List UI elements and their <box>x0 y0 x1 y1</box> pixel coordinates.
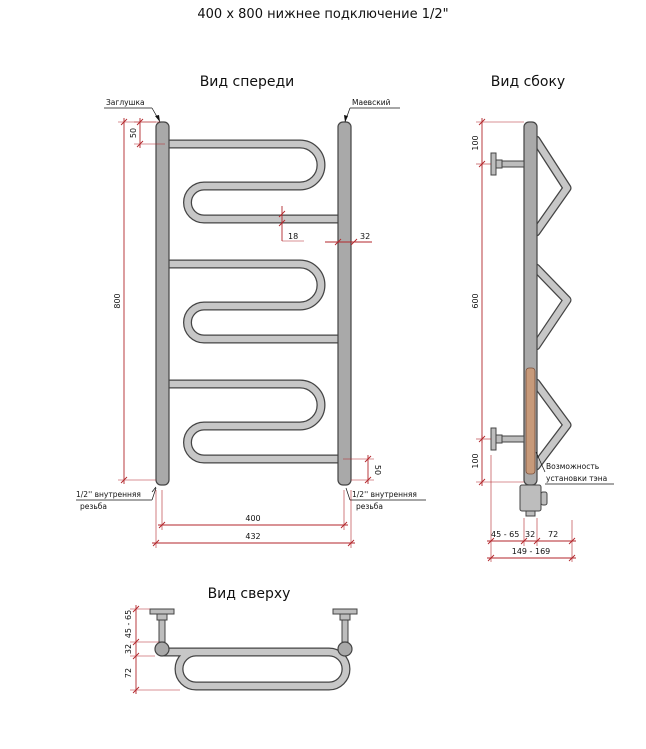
side-dim-top-100-text: 100 <box>471 135 480 150</box>
plug-label: Заглушка <box>106 98 145 107</box>
front-dim-18: 18 <box>278 206 304 242</box>
front-dim-800: 800 <box>113 118 156 484</box>
mayevsky-label: Маевский <box>352 98 391 107</box>
side-mount-top <box>490 152 525 176</box>
front-view: Вид спереди Заглушка Маевский 1/2'' внут… <box>76 74 426 548</box>
front-coil <box>160 139 348 464</box>
front-dim-bottom-50: 50 <box>343 455 382 484</box>
side-dim-bottom-100-text: 100 <box>471 453 480 468</box>
side-dim-top-100: 100 <box>471 118 524 168</box>
front-dim-top-50-text: 50 <box>129 128 138 138</box>
right-rail <box>337 121 352 486</box>
side-dim-total-depth: 149 - 169 <box>487 547 576 562</box>
side-view-title: Вид сбоку <box>491 74 565 90</box>
side-dim-bottom-100: 100 <box>471 435 524 486</box>
front-view-title: Вид спереди <box>200 74 295 90</box>
front-dim-400: 400 <box>158 490 348 530</box>
heater-connector <box>519 484 542 512</box>
side-dim-72-text: 72 <box>548 530 558 539</box>
front-dim-432: 432 <box>152 490 355 548</box>
top-dim-45-65-text: 45 - 65 <box>124 610 133 638</box>
side-dim-total-text: 149 - 169 <box>512 547 551 556</box>
side-dim-32-text: 32 <box>525 530 535 539</box>
top-view: Вид сверху 45 - 65 <box>124 586 358 694</box>
top-dim-32-text: 32 <box>124 644 133 654</box>
front-dim-32: 32 <box>325 232 372 246</box>
side-dim-600: 600 <box>471 160 491 443</box>
front-dim-432-text: 432 <box>245 532 260 541</box>
side-mount-bottom <box>490 427 525 451</box>
drawing-title: 400 х 800 нижнее подключение 1/2" <box>197 7 448 22</box>
heater-label-1: Возможность <box>546 462 599 471</box>
front-dim-32-text: 32 <box>360 232 370 241</box>
side-dim-depth: 45 - 65 32 72 <box>487 455 576 562</box>
front-dim-bottom-50-text: 50 <box>373 465 382 475</box>
left-thread-label-1: 1/2'' внутренняя <box>76 490 141 499</box>
right-thread-label-1: 1/2'' внутренняя <box>352 490 417 499</box>
heater-label-2: установки тэна <box>546 474 607 483</box>
top-dim-depth: 45 - 65 32 72 <box>124 605 180 694</box>
side-dim-45-65-text: 45 - 65 <box>491 530 519 539</box>
side-dim-600-text: 600 <box>471 293 480 308</box>
left-rail <box>155 121 170 486</box>
right-thread-label-2: резьба <box>356 502 383 511</box>
left-thread-label-2: резьба <box>80 502 107 511</box>
top-mount-right <box>332 608 358 643</box>
top-dim-72-text: 72 <box>124 668 133 678</box>
side-coil <box>531 135 572 471</box>
top-left-rail <box>154 641 170 657</box>
side-view: Вид сбоку Возможность установки тэн <box>471 74 614 562</box>
front-dim-400-text: 400 <box>245 514 260 523</box>
top-mount-left <box>149 608 175 643</box>
front-dim-18-text: 18 <box>288 232 298 241</box>
front-dim-800-text: 800 <box>113 293 122 308</box>
heater-element <box>525 367 536 475</box>
top-view-title: Вид сверху <box>208 586 291 602</box>
top-right-rail <box>337 641 353 657</box>
